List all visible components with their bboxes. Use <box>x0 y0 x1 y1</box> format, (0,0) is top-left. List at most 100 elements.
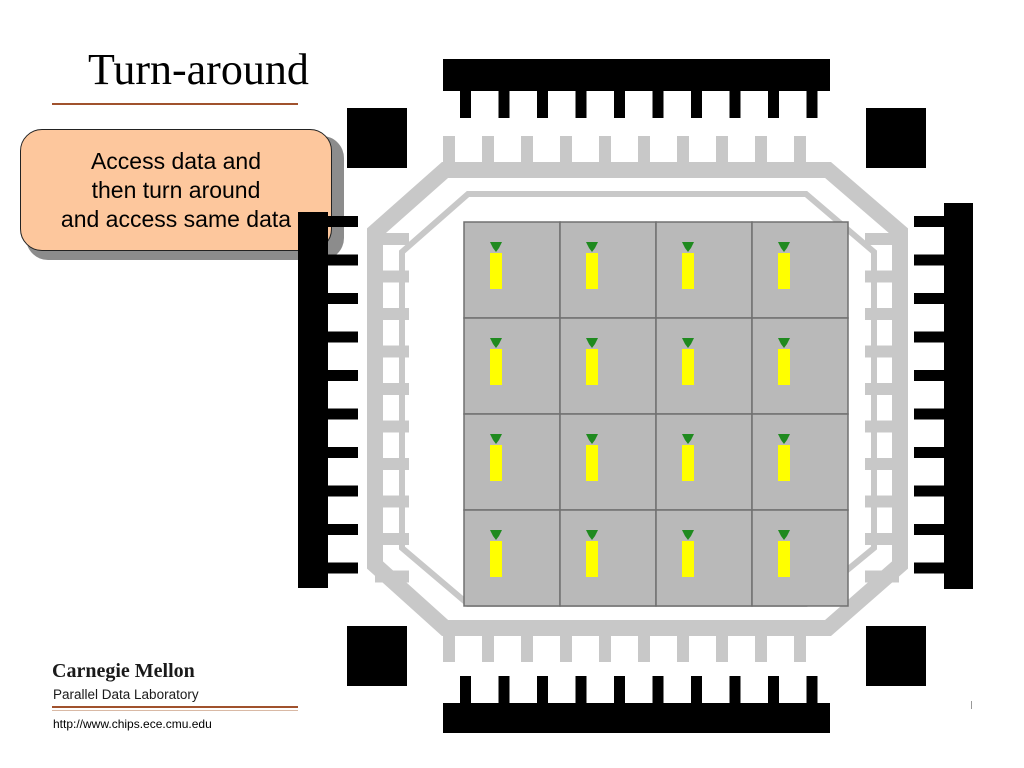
top-pin <box>691 91 702 118</box>
bottom-pin <box>729 676 741 703</box>
left-comb-tooth <box>375 533 409 545</box>
top-pin <box>729 91 741 118</box>
bottom-comb-tooth <box>482 628 494 662</box>
lab-name: Parallel Data Laboratory <box>53 687 199 702</box>
right-pin <box>914 216 944 227</box>
bottom-pin <box>575 676 587 703</box>
data-sled <box>778 541 790 577</box>
media-cell <box>559 317 657 415</box>
bottom-pin <box>691 676 702 703</box>
probe-tip <box>778 434 790 444</box>
bottom-comb-tooth <box>521 628 533 662</box>
media-cell <box>751 317 849 415</box>
left-pin <box>328 293 358 304</box>
data-sled <box>586 253 598 289</box>
cmu-logo-name: Carnegie Mellon <box>52 660 195 682</box>
probe-tip <box>490 338 502 348</box>
media-cell <box>559 509 657 607</box>
bottom-pin <box>652 676 664 703</box>
left-comb-tooth <box>375 495 409 508</box>
media-cell <box>463 317 561 415</box>
top-pin <box>806 91 818 118</box>
media-cell <box>751 413 849 511</box>
left-pin <box>328 254 358 266</box>
probe-tip <box>490 242 502 252</box>
frame-ring <box>367 162 908 636</box>
footer-divider-thin <box>52 710 298 711</box>
left-comb-tooth <box>375 270 409 283</box>
top-pin <box>498 91 510 118</box>
top-pin <box>614 91 625 118</box>
left-pin <box>328 447 358 458</box>
left-pin <box>328 370 358 381</box>
footer-url: http://www.chips.ece.cmu.edu <box>53 717 212 731</box>
bottom-comb-tooth <box>560 628 572 662</box>
top-comb-tooth <box>521 136 533 170</box>
left-pin <box>328 562 358 574</box>
bottom-comb-tooth <box>443 628 455 662</box>
left-pin <box>328 485 358 497</box>
data-sled <box>586 445 598 481</box>
media-cell <box>463 509 561 607</box>
data-sled <box>682 445 694 481</box>
left-pin <box>328 524 358 535</box>
bottom-comb-tooth <box>716 628 728 662</box>
right-pin <box>914 485 944 497</box>
data-sled <box>586 349 598 385</box>
corner-pad-bottom-left <box>347 626 407 686</box>
media-cell <box>463 221 561 319</box>
left-comb-tooth <box>375 308 409 320</box>
slide-title: Turn-around <box>88 45 309 94</box>
right-pin <box>914 254 944 266</box>
top-comb-tooth <box>716 136 728 170</box>
right-pin <box>914 447 944 458</box>
top-pin <box>575 91 587 118</box>
right-pin <box>914 408 944 420</box>
media-cell <box>559 221 657 319</box>
right-comb-tooth <box>865 533 899 545</box>
right-comb-tooth <box>865 458 899 470</box>
corner-pad-top-right <box>866 108 926 168</box>
top-comb-tooth <box>794 136 806 170</box>
data-sled <box>778 445 790 481</box>
right-pin-bar <box>944 203 973 589</box>
probe-tip <box>778 242 790 252</box>
bottom-comb-tooth <box>677 628 689 662</box>
media-cell <box>655 317 753 415</box>
probe-tip <box>586 530 598 540</box>
top-comb-tooth <box>599 136 611 170</box>
bottom-pin <box>614 676 625 703</box>
bottom-comb-tooth <box>638 628 650 662</box>
top-comb-tooth <box>755 136 767 170</box>
top-comb-tooth <box>482 136 494 170</box>
probe-tip <box>682 242 694 252</box>
right-pin <box>914 562 944 574</box>
data-sled <box>490 349 502 385</box>
left-pin <box>328 331 358 343</box>
probe-tip <box>490 434 502 444</box>
probe-tip <box>586 338 598 348</box>
callout-line-3: and access same data <box>60 205 292 232</box>
data-sled <box>778 253 790 289</box>
probe-tip <box>682 338 694 348</box>
data-sled <box>586 541 598 577</box>
left-comb-tooth <box>375 383 409 395</box>
probe-tip <box>682 530 694 540</box>
right-comb-tooth <box>865 233 899 245</box>
right-comb-tooth <box>865 270 899 283</box>
probe-tip <box>586 434 598 444</box>
top-pin <box>652 91 664 118</box>
right-pin <box>914 331 944 343</box>
media-cell <box>655 221 753 319</box>
probe-tip <box>490 530 502 540</box>
left-comb-tooth <box>375 345 409 358</box>
callout-box: Access data and then turn around and acc… <box>20 129 332 251</box>
bottom-pin <box>498 676 510 703</box>
bottom-pin <box>806 676 818 703</box>
callout-text: Access data and then turn around and acc… <box>61 147 291 234</box>
title-divider <box>52 103 298 105</box>
top-pin <box>537 91 548 118</box>
left-pin <box>328 408 358 420</box>
media-cell <box>559 413 657 511</box>
media-cell <box>751 221 849 319</box>
